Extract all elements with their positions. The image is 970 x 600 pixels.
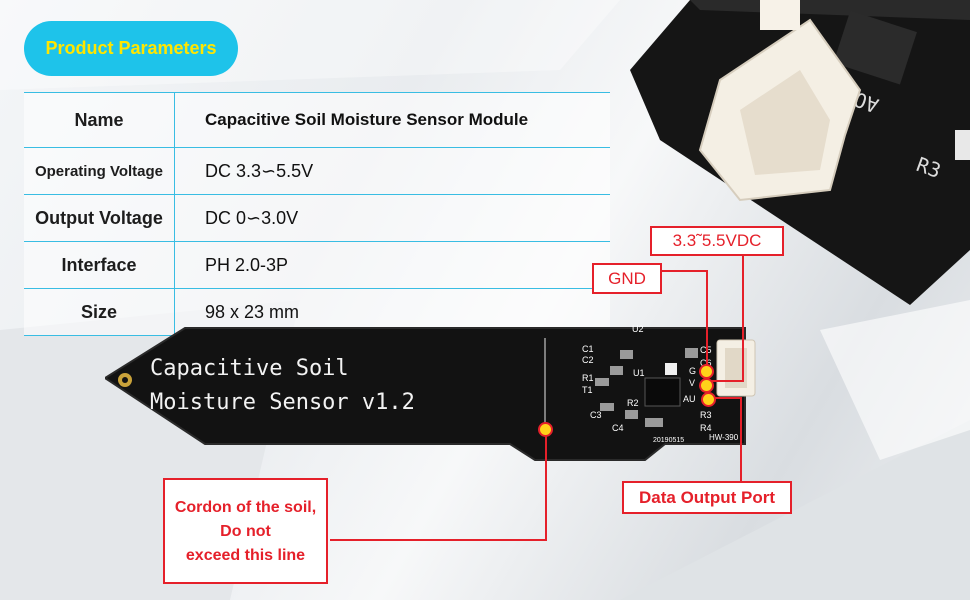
soil-sensor-board: Capacitive Soil Moisture Sensor v1.2 C1 … [105, 324, 756, 461]
param-value: DC 0∽3.0V [174, 194, 610, 242]
table-row: Operating Voltage DC 3.3∽5.5V [24, 147, 610, 195]
gnd-pin-marker [699, 364, 714, 379]
voltage-callout: 3.3˜5.5VDC [650, 226, 784, 256]
gnd-callout: GND [592, 263, 662, 294]
product-parameters-badge: Product Parameters [24, 21, 238, 76]
soil-leader-vertical [545, 430, 547, 540]
label-c5: C5 [700, 345, 712, 355]
gnd-callout-text: GND [608, 269, 646, 288]
soil-line-marker [538, 422, 553, 437]
label-v: V [689, 378, 695, 388]
label-c1: C1 [582, 344, 594, 354]
gnd-leader-vertical [706, 270, 708, 370]
label-r3: R3 [700, 410, 712, 420]
vcc-pin-marker [699, 378, 714, 393]
label-c2: C2 [582, 355, 594, 365]
param-key: Size [24, 288, 175, 336]
label-r2: R2 [627, 398, 639, 408]
data-output-port-text: Data Output Port [639, 488, 775, 507]
parameters-table: Name Capacitive Soil Moisture Sensor Mod… [24, 92, 610, 336]
gnd-leader-horizontal [660, 270, 707, 272]
param-key: Operating Voltage [24, 147, 175, 195]
aout-pin-marker [701, 392, 716, 407]
table-row: Name Capacitive Soil Moisture Sensor Mod… [24, 92, 610, 148]
param-key: Output Voltage [24, 194, 175, 242]
voltage-callout-text: 3.3˜5.5VDC [672, 231, 762, 250]
label-a: AU [683, 394, 696, 404]
data-leader-horizontal [708, 397, 742, 399]
label-u1: U1 [633, 368, 645, 378]
param-key: Interface [24, 241, 175, 289]
label-r1: R1 [582, 373, 594, 383]
board-date-code: 20190515 [653, 437, 684, 444]
label-c4: C4 [612, 423, 624, 433]
label-t1: T1 [582, 385, 593, 395]
label-u2: U2 [632, 324, 644, 334]
board-model: HW-390 [709, 433, 739, 442]
param-value: DC 3.3∽5.5V [174, 147, 610, 195]
soil-line-text-2: Do not [220, 523, 271, 540]
data-output-port-callout: Data Output Port [622, 481, 792, 514]
voltage-leader-foot [708, 380, 744, 382]
label-g: G [689, 366, 696, 376]
param-value: Capacitive Soil Moisture Sensor Module [174, 92, 610, 148]
table-row: Output Voltage DC 0∽3.0V [24, 194, 610, 242]
board-silk-line2: Moisture Sensor v1.2 [150, 390, 415, 415]
param-key: Name [24, 92, 175, 148]
board-closeup-image: R3 AOUT [630, 0, 970, 305]
soil-line-callout: Cordon of the soil, Do not exceed this l… [163, 478, 328, 584]
voltage-leader [742, 252, 744, 382]
data-leader-vertical [740, 397, 742, 482]
badge-label: Product Parameters [45, 38, 217, 58]
soil-leader-horizontal [330, 539, 547, 541]
label-c3: C3 [590, 410, 602, 420]
soil-line-text-3: exceed this line [185, 547, 306, 564]
label-c6: C6 [700, 358, 712, 368]
board-silk-line1: Capacitive Soil [150, 356, 349, 381]
label-r4: R4 [700, 423, 712, 433]
param-value: PH 2.0-3P [174, 241, 610, 289]
soil-line-text-1: Cordon of the soil, [174, 499, 317, 516]
table-row: Interface PH 2.0-3P [24, 241, 610, 289]
